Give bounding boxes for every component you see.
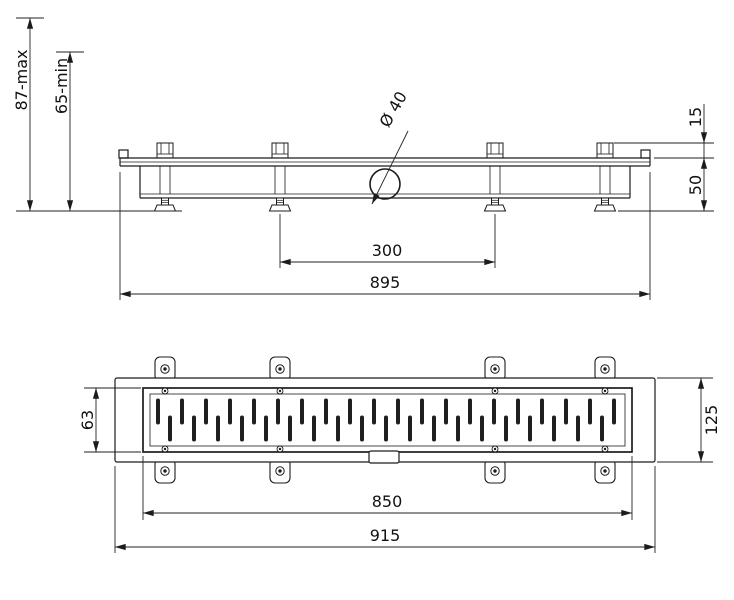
side-elevation-view: 87-max 65-min 15 50 Ø 40 xyxy=(12,17,714,300)
dimension-plan-overall-length: 915 xyxy=(114,466,656,553)
dim-label-125: 125 xyxy=(702,405,721,436)
dim-label-65-min: 65-min xyxy=(52,58,71,114)
leveling-foot xyxy=(154,197,176,212)
end-flange xyxy=(640,149,651,159)
dimension-side-overall-length: 895 xyxy=(119,172,651,300)
dim-label-50: 50 xyxy=(686,175,705,195)
grate-frame-inner xyxy=(149,393,626,447)
dim-label-15: 15 xyxy=(686,107,705,127)
frame-screw xyxy=(601,445,609,453)
leveling-foot xyxy=(484,197,506,212)
frame-screw xyxy=(276,445,284,453)
dim-label-63: 63 xyxy=(78,410,97,430)
frame-screw xyxy=(161,387,169,395)
leveling-foot xyxy=(269,197,291,212)
dim-label-diameter-40: Ø 40 xyxy=(375,88,410,130)
mounting-tab xyxy=(484,458,506,484)
clip-bracket xyxy=(156,142,174,159)
dim-label-895: 895 xyxy=(370,273,401,292)
mounting-tab xyxy=(594,458,616,484)
mounting-tab xyxy=(154,458,176,484)
frame-screw xyxy=(491,387,499,395)
outlet-circle xyxy=(369,168,401,200)
channel-flange xyxy=(119,157,651,167)
leader-outlet-diameter: Ø 40 xyxy=(371,88,411,205)
frame-screw xyxy=(276,387,284,395)
dimension-channel-height: 50 xyxy=(618,157,714,212)
dim-label-300: 300 xyxy=(372,241,403,260)
dimension-center-spacing: 300 xyxy=(279,214,496,268)
end-flange xyxy=(118,149,129,159)
mounting-tab xyxy=(269,458,291,484)
dimension-grate-length: 850 xyxy=(142,456,633,520)
frame-screw xyxy=(491,445,499,453)
leveling-foot xyxy=(594,197,616,212)
dim-label-915: 915 xyxy=(370,526,401,545)
dimension-top-edge: 15 xyxy=(614,104,714,159)
clip-bracket xyxy=(486,142,504,159)
dimension-grate-width: 63 xyxy=(78,387,141,453)
outlet-tab xyxy=(368,450,400,464)
channel-body xyxy=(139,166,631,199)
dim-label-87-max: 87-max xyxy=(12,50,31,111)
top-plan-view: 63 125 850 915 xyxy=(78,356,721,553)
clip-bracket xyxy=(271,142,289,159)
grate-slot-pattern xyxy=(153,397,622,443)
dimension-height-max: 87-max xyxy=(12,17,44,212)
dimension-body-width: 125 xyxy=(657,377,721,463)
clip-bracket xyxy=(596,142,614,159)
dimension-height-min: 65-min xyxy=(52,51,84,212)
frame-screw xyxy=(601,387,609,395)
frame-screw xyxy=(161,445,169,453)
dim-label-850: 850 xyxy=(372,492,403,511)
